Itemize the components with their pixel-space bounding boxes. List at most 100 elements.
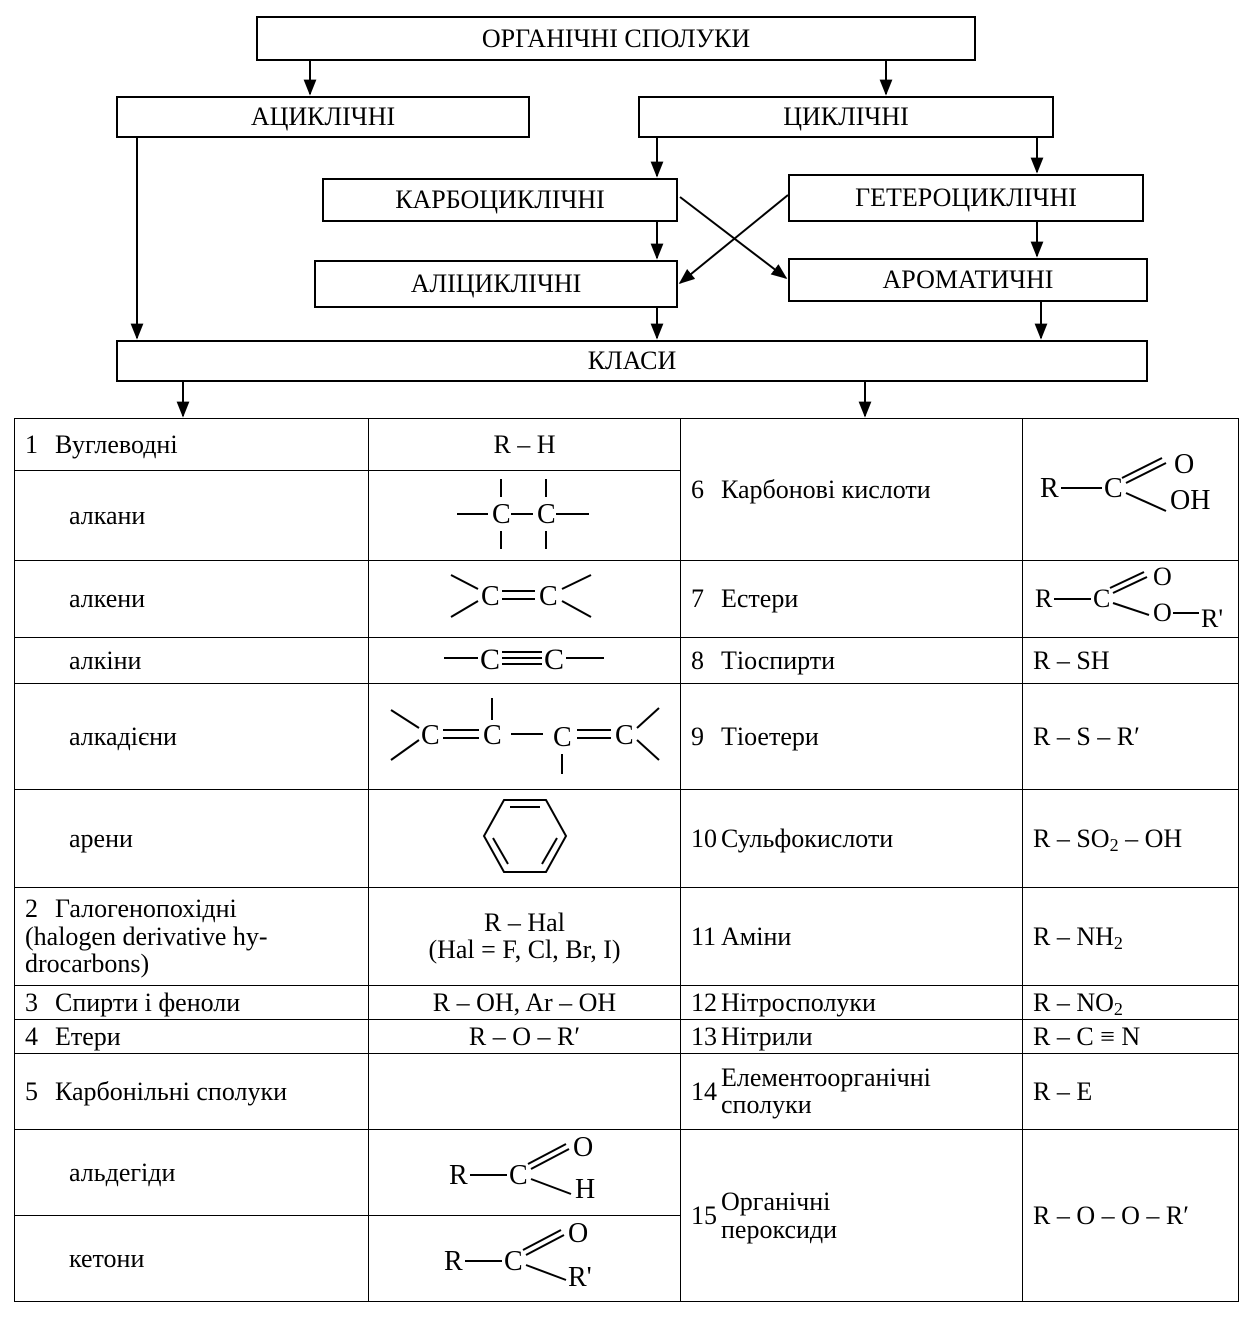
svg-text:C: C (421, 720, 440, 751)
alkyne-structure: C C (443, 643, 604, 676)
alkene-structure: C C (449, 574, 591, 619)
class-name-cell: арени (14, 788, 369, 888)
svg-text:C: C (615, 720, 634, 751)
arrow-carbocyclic-to-aromatic (679, 196, 788, 279)
ester-group-cell: R C O O R' (1022, 560, 1239, 638)
svg-text:O: O (1174, 449, 1194, 480)
alkadiene-structure: C C C C (389, 697, 660, 774)
organic-compounds-box: ОРГАНІЧНІ СПОЛУКИ (256, 16, 976, 61)
svg-text:R: R (449, 1160, 468, 1191)
arrow-heterocyclic-to-alicyclic (678, 194, 789, 285)
class-formula-cell: R – O – R′ (368, 1018, 681, 1054)
svg-text:C: C (537, 499, 556, 530)
svg-text:C: C (553, 722, 572, 753)
svg-text:C: C (1104, 473, 1123, 504)
table-row: кетони R C O R' (14, 1215, 1239, 1303)
carboxyl-group-structure: R C O OH (1040, 449, 1210, 516)
class-formula-cell: R – C ≡ N (1022, 1018, 1239, 1054)
class-name-cell: альдегіди (14, 1128, 369, 1217)
alkyne-structure-cell: C C (368, 636, 681, 684)
carbocyclic-box: КАРБОЦИКЛІЧНІ (322, 178, 678, 222)
svg-text:R: R (1035, 584, 1053, 613)
ketone-group-structure: R C O R' (444, 1218, 592, 1293)
alicyclic-box: АЛІЦИКЛІЧНІ (314, 260, 678, 308)
alkadiene-structure-cell: C C C C (368, 682, 681, 790)
class-formula-cell: R – Hal (Hal = F, Cl, Br, I) (368, 886, 681, 986)
svg-text:R: R (444, 1246, 463, 1277)
svg-text:O: O (568, 1218, 588, 1249)
class-name-cell: алкіни (14, 636, 369, 684)
class-formula-cell: R – SO2 – OH (1022, 788, 1239, 888)
svg-text:C: C (492, 499, 511, 530)
svg-text:C: C (480, 643, 500, 676)
svg-text:C: C (481, 581, 500, 612)
class-name-cell: кетони (14, 1215, 369, 1303)
aldehyde-group-structure: R C O H (449, 1132, 595, 1205)
benzene-ring-icon (482, 798, 567, 873)
svg-text:O: O (573, 1132, 593, 1163)
alkene-structure-cell: C C (368, 560, 681, 638)
class-name-cell: алкани (14, 469, 369, 562)
svg-text:C: C (483, 720, 502, 751)
svg-text:R': R' (1201, 604, 1223, 631)
class-formula-cell (368, 1052, 681, 1130)
class-name-cell: алкени (14, 560, 369, 638)
table-row: алкани C C (14, 469, 1239, 562)
class-formula-cell: R – O – O – R′ (1022, 1128, 1239, 1303)
class-formula-cell: R – H (368, 418, 681, 471)
svg-text:R': R' (568, 1262, 592, 1293)
svg-text:C: C (544, 643, 564, 676)
class-formula-cell: R – NH2 (1022, 886, 1239, 986)
svg-text:C: C (1093, 584, 1110, 613)
class-formula-cell: R – E (1022, 1052, 1239, 1130)
class-formula-cell: R – NO2 (1022, 984, 1239, 1020)
carboxyl-group-cell: R C O OH (1022, 417, 1239, 562)
ketone-structure-cell: R C O R' (368, 1215, 681, 1303)
ester-group-structure: R C O O R' (1035, 562, 1223, 633)
cyclic-box: ЦИКЛІЧНІ (638, 96, 1054, 138)
svg-text:C: C (509, 1160, 528, 1191)
classes-box: КЛАСИ (116, 340, 1148, 382)
acyclic-box: АЦИКЛІЧНІ (116, 96, 530, 138)
svg-text:OH: OH (1170, 485, 1210, 516)
table-row: алкадієни C C C C 9 (14, 682, 1239, 790)
flowchart-arrows (130, 61, 1048, 418)
class-formula-cell: R – SH (1022, 636, 1239, 684)
svg-text:R: R (1040, 473, 1059, 504)
svg-text:O: O (1153, 598, 1172, 627)
class-formula-cell: R – S – R′ (1022, 682, 1239, 790)
aromatic-box: АРОМАТИЧНІ (788, 258, 1148, 302)
alkane-structure-cell: C C (368, 469, 681, 562)
svg-text:C: C (539, 581, 558, 612)
benzene-structure-cell (368, 788, 681, 888)
svg-text:H: H (575, 1174, 595, 1205)
class-formula-cell: R – OH, Ar – OH (368, 984, 681, 1020)
svg-text:C: C (504, 1246, 523, 1277)
aldehyde-structure-cell: R C O H (368, 1128, 681, 1217)
alkane-structure: C C (456, 479, 589, 549)
heterocyclic-box: ГЕТЕРОЦИКЛІЧНІ (788, 174, 1144, 222)
